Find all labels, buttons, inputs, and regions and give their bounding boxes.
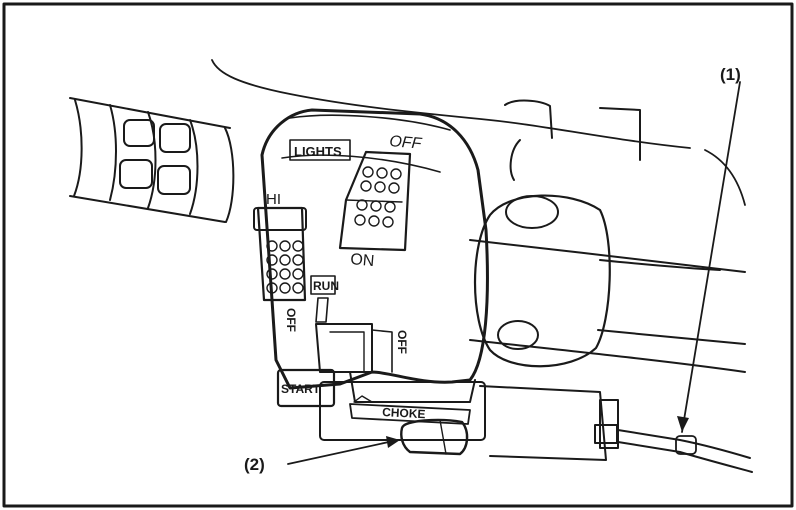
callout-2-leader — [287, 439, 399, 465]
callout-1-leader — [681, 81, 741, 433]
tank-contour — [211, 59, 691, 149]
label-off-top: OFF — [389, 133, 424, 153]
callout-1-label: (1) — [720, 65, 741, 84]
start-button — [276, 368, 336, 408]
label-off-right: OFF — [395, 330, 409, 354]
engine-stop-switch — [310, 275, 393, 373]
label-on: ON — [350, 251, 375, 270]
label-run: RUN — [313, 279, 339, 293]
label-choke: CHOKE — [382, 405, 426, 421]
throttle-cable — [617, 429, 753, 473]
label-off-left: OFF — [284, 308, 298, 332]
label-lights: LIGHTS — [294, 144, 342, 159]
dimmer-switch — [253, 206, 307, 302]
callout-2-arrowhead — [386, 436, 400, 448]
choke-lever — [349, 395, 471, 456]
lights-rocker-switch — [338, 150, 412, 252]
callout-2-label: (2) — [244, 455, 265, 474]
tank-contour-lower — [704, 149, 746, 206]
handlebar-tube — [469, 99, 746, 373]
left-grip — [69, 97, 235, 223]
handlebar-clamp — [473, 194, 746, 368]
callout-1-arrowhead — [677, 416, 689, 432]
label-start: START — [281, 382, 321, 396]
label-hi: HI — [266, 191, 281, 208]
lights-label-box — [289, 139, 351, 161]
